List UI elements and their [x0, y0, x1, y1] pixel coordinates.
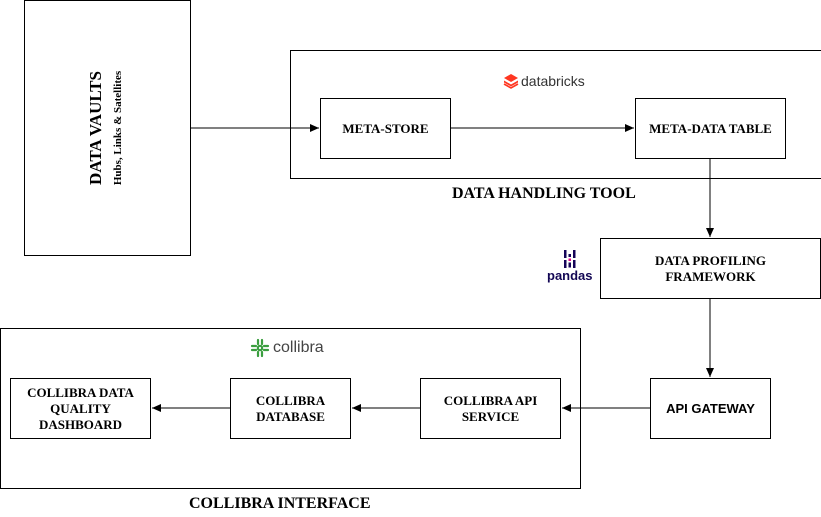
collibra-logo: collibra — [232, 335, 342, 361]
collibra-logo-text: collibra — [273, 339, 324, 356]
meta-data-table-box: META-DATA TABLE — [635, 98, 786, 159]
collibra-api-service-box: COLLIBRA API SERVICE — [420, 378, 561, 439]
pandas-icon — [563, 250, 576, 268]
data-profiling-box: DATA PROFILING FRAMEWORK — [600, 238, 821, 299]
pandas-logo: pandas — [547, 250, 593, 283]
databricks-logo-text: databricks — [521, 73, 585, 89]
data-vaults-box — [24, 0, 191, 256]
collibra-icon — [250, 338, 270, 358]
data-handling-caption: DATA HANDLING TOOL — [452, 185, 636, 202]
api-gateway-box: API GATEWAY — [650, 378, 771, 439]
collibra-database-box: COLLIBRA DATABASE — [230, 378, 351, 439]
collibra-caption: COLLIBRA INTERFACE — [189, 495, 371, 512]
meta-store-box: META-STORE — [320, 98, 451, 159]
pandas-logo-text: pandas — [547, 268, 593, 283]
databricks-icon — [503, 74, 519, 89]
collibra-dashboard-box: COLLIBRA DATA QUALITY DASHBOARD — [10, 378, 151, 439]
databricks-logo: databricks — [503, 73, 585, 89]
